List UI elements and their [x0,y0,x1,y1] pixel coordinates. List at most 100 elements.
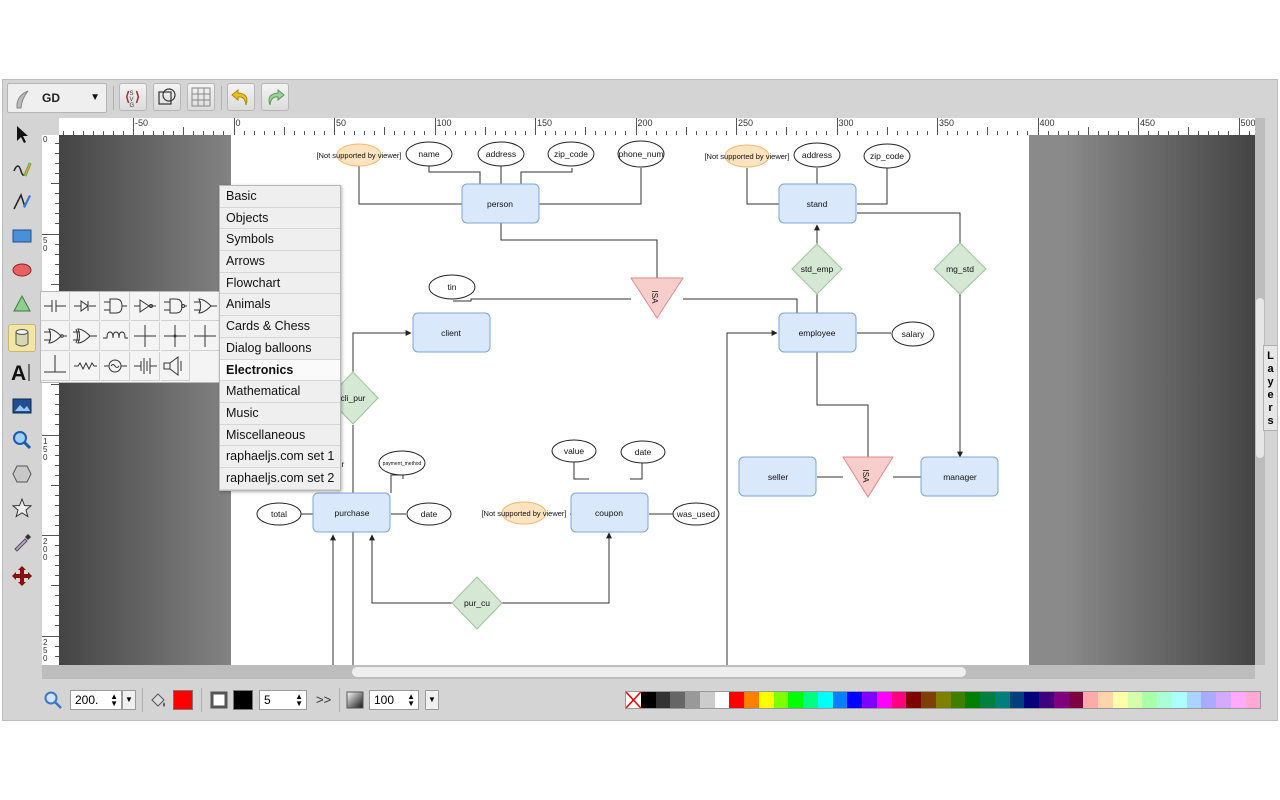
stroke-width-input[interactable]: 5▲▼ [259,690,307,710]
more-options-button[interactable]: >> [316,692,332,707]
color-swatch[interactable] [1112,692,1128,708]
wireframe-button[interactable] [153,83,181,111]
color-swatch[interactable] [685,692,700,708]
pencil-tool[interactable] [8,154,36,182]
color-swatch[interactable] [729,692,744,708]
category-item[interactable]: raphaeljs.com set 1 [220,446,340,468]
spinner-icon[interactable]: ▲▼ [407,692,415,708]
horizontal-scrollbar[interactable] [42,665,1255,679]
attribute-address-person[interactable] [477,141,525,167]
color-swatch[interactable] [980,692,995,708]
entity-seller[interactable] [738,456,817,497]
no-color-swatch[interactable] [625,691,642,709]
color-swatch[interactable] [1053,692,1069,708]
color-swatch[interactable] [965,692,980,708]
zoom-tool[interactable] [8,426,36,454]
color-swatch[interactable] [1024,692,1039,708]
shape-or-gate[interactable] [191,292,220,321]
category-item[interactable]: Symbols [220,229,340,252]
color-swatch[interactable] [817,692,833,708]
shape-nor-gate[interactable] [41,322,70,351]
opacity-dropdown-button[interactable]: ▼ [425,690,439,710]
rectangle-tool[interactable] [8,222,36,250]
eyedropper-tool[interactable] [8,528,36,556]
entity-employee[interactable] [778,312,857,353]
polygon-tool[interactable] [8,290,36,318]
image-tool[interactable] [8,392,36,420]
shape-capacitor[interactable] [41,292,70,321]
mode-selector[interactable]: GD ▼ [7,83,107,113]
color-swatch[interactable] [1068,692,1084,708]
drawing-page[interactable]: name address zip_code phone_num address … [231,135,1029,665]
opacity-input[interactable]: 100▲▼ [369,690,419,710]
attribute-zip-stand[interactable] [863,143,911,169]
color-swatch[interactable] [906,692,921,708]
attribute-phone[interactable] [617,140,665,168]
undo-button[interactable] [227,83,255,111]
relationship-pur-cu[interactable] [451,576,503,630]
attribute-was-used[interactable] [672,502,720,526]
category-item[interactable]: Flowchart [220,272,340,295]
color-swatch[interactable] [803,692,818,708]
category-item[interactable]: Cards & Chess [220,316,340,338]
color-swatch[interactable] [1127,692,1143,708]
color-swatch[interactable] [832,692,848,708]
relationship-mg-std[interactable] [933,242,987,295]
shape-buffer-gate[interactable] [131,292,160,321]
color-swatch[interactable] [1201,692,1216,708]
shape-and-gate[interactable] [101,292,130,321]
spinner-icon[interactable]: ▲▼ [110,692,118,708]
attribute-salary[interactable] [891,321,935,347]
color-swatch[interactable] [655,692,671,708]
color-swatch[interactable] [1083,692,1098,708]
attribute-date-purchase[interactable] [406,502,452,526]
entity-purchase[interactable] [312,492,391,533]
shape-ground[interactable] [41,352,70,381]
shape-nand-gate[interactable] [161,292,190,321]
attribute-tin[interactable] [428,274,476,300]
color-swatch[interactable] [699,692,715,708]
attribute-total[interactable] [256,502,302,526]
scroll-thumb[interactable] [352,667,966,677]
shape-speaker[interactable] [161,352,190,381]
unsupported-shape[interactable] [336,143,382,167]
relationship-std-emp[interactable] [791,243,843,295]
entity-person[interactable] [461,183,540,224]
shape-ac-source[interactable] [101,352,130,381]
layers-panel-toggle[interactable]: Layers [1263,345,1277,431]
attribute-address-stand[interactable] [793,142,841,168]
attribute-value[interactable] [551,439,597,463]
category-item[interactable]: Miscellaneous [220,424,340,447]
color-swatch[interactable] [744,692,759,708]
entity-client[interactable] [412,312,491,353]
shape-wire-cross[interactable] [191,322,220,351]
fill-color-swatch[interactable] [173,690,193,710]
color-swatch[interactable] [891,692,907,708]
color-swatch[interactable] [1039,692,1054,708]
grid-button[interactable] [187,83,215,111]
color-swatch[interactable] [1009,692,1025,708]
pan-tool[interactable] [8,562,36,590]
category-item[interactable]: Music [220,402,340,425]
shape-inductor[interactable] [101,322,130,351]
redo-button[interactable] [261,83,289,111]
category-item[interactable]: Basic [220,186,340,208]
category-item[interactable]: raphaeljs.com set 2 [220,467,340,490]
category-item[interactable]: Objects [220,207,340,230]
entity-stand[interactable] [778,183,857,224]
stroke-color-swatch[interactable] [233,690,253,710]
shape-wire-junction[interactable] [161,322,190,351]
color-swatch[interactable] [1142,692,1157,708]
color-swatch[interactable] [921,692,936,708]
path-tool[interactable] [8,188,36,216]
category-item[interactable]: Mathematical [220,381,340,403]
scroll-thumb[interactable] [1256,298,1264,458]
isa-triangle-bottom[interactable] [842,456,894,498]
select-tool[interactable] [8,120,36,148]
zoom-dropdown-button[interactable]: ▼ [122,690,136,710]
color-swatch[interactable] [714,692,730,708]
color-swatch[interactable] [935,692,951,708]
color-swatch[interactable] [1186,692,1202,708]
isa-triangle-top[interactable] [630,277,684,319]
